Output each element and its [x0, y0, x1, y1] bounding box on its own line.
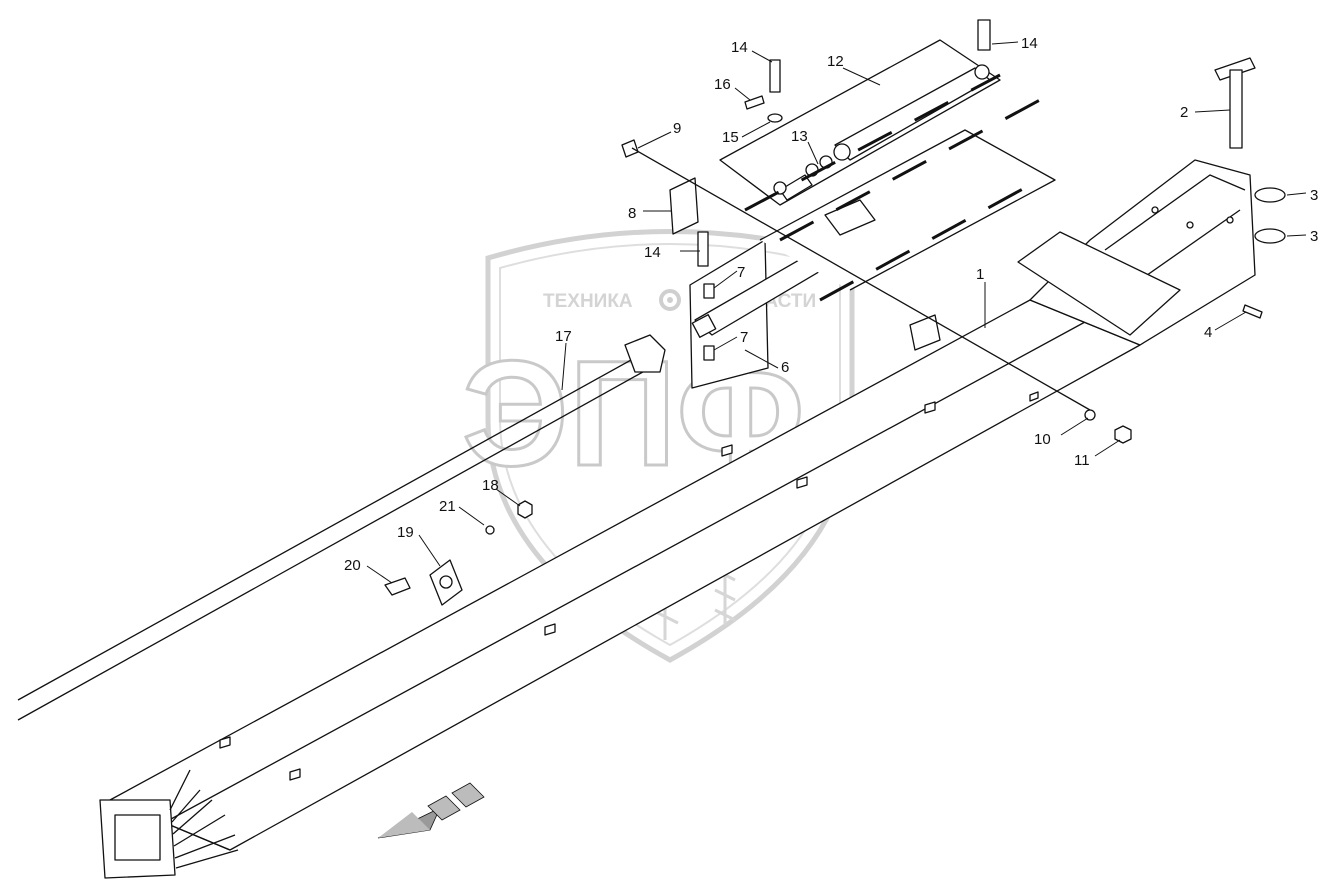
cylinder-group [719, 39, 1001, 212]
callout-3a: 3 [1310, 187, 1318, 204]
main-boom [99, 159, 1256, 879]
callout-9: 9 [673, 120, 681, 137]
cylinder-box [719, 39, 1001, 206]
boom-ribs [169, 769, 239, 869]
callout-8: 8 [628, 205, 636, 222]
inner-bracket [824, 199, 876, 236]
callout-6: 6 [781, 359, 789, 376]
callout-12: 12 [827, 53, 844, 70]
callout-17: 17 [555, 328, 572, 345]
callout-18: 18 [482, 477, 499, 494]
callout-11: 11 [1074, 452, 1090, 469]
boom-clips [219, 391, 1039, 781]
callout-7a: 7 [737, 264, 745, 281]
watermark-left-text: ТЕХНИКА [543, 291, 633, 312]
gear-icon [659, 289, 681, 311]
callout-14c: 14 [644, 244, 661, 261]
callout-10: 10 [1034, 431, 1051, 448]
callout-7b: 7 [740, 329, 748, 346]
callout-15: 15 [722, 129, 739, 146]
boom-cover-plate [1017, 231, 1181, 336]
callout-3b: 3 [1310, 228, 1318, 245]
boom-flange-opening [114, 814, 161, 861]
small-parts [384, 19, 1286, 606]
callout-21: 21 [439, 498, 456, 515]
callout-1: 1 [976, 266, 984, 283]
callout-14b: 14 [731, 39, 748, 56]
callout-13: 13 [791, 128, 808, 145]
callout-4: 4 [1204, 324, 1212, 341]
rod-17 [17, 334, 666, 721]
watermark-shield [485, 229, 855, 663]
leader-lines [366, 41, 1307, 584]
callout-2: 2 [1180, 104, 1188, 121]
boom-bracket [909, 314, 941, 351]
callout-19: 19 [397, 524, 414, 541]
callouts: 1 2 3 3 4 6 7 7 8 9 10 11 12 13 14 14 14… [344, 35, 1318, 574]
direction-arrow-icon [377, 782, 485, 839]
callout-20: 20 [344, 557, 361, 574]
callout-14a: 14 [1021, 35, 1038, 52]
callout-16: 16 [714, 76, 731, 93]
inner-section [689, 98, 1056, 389]
